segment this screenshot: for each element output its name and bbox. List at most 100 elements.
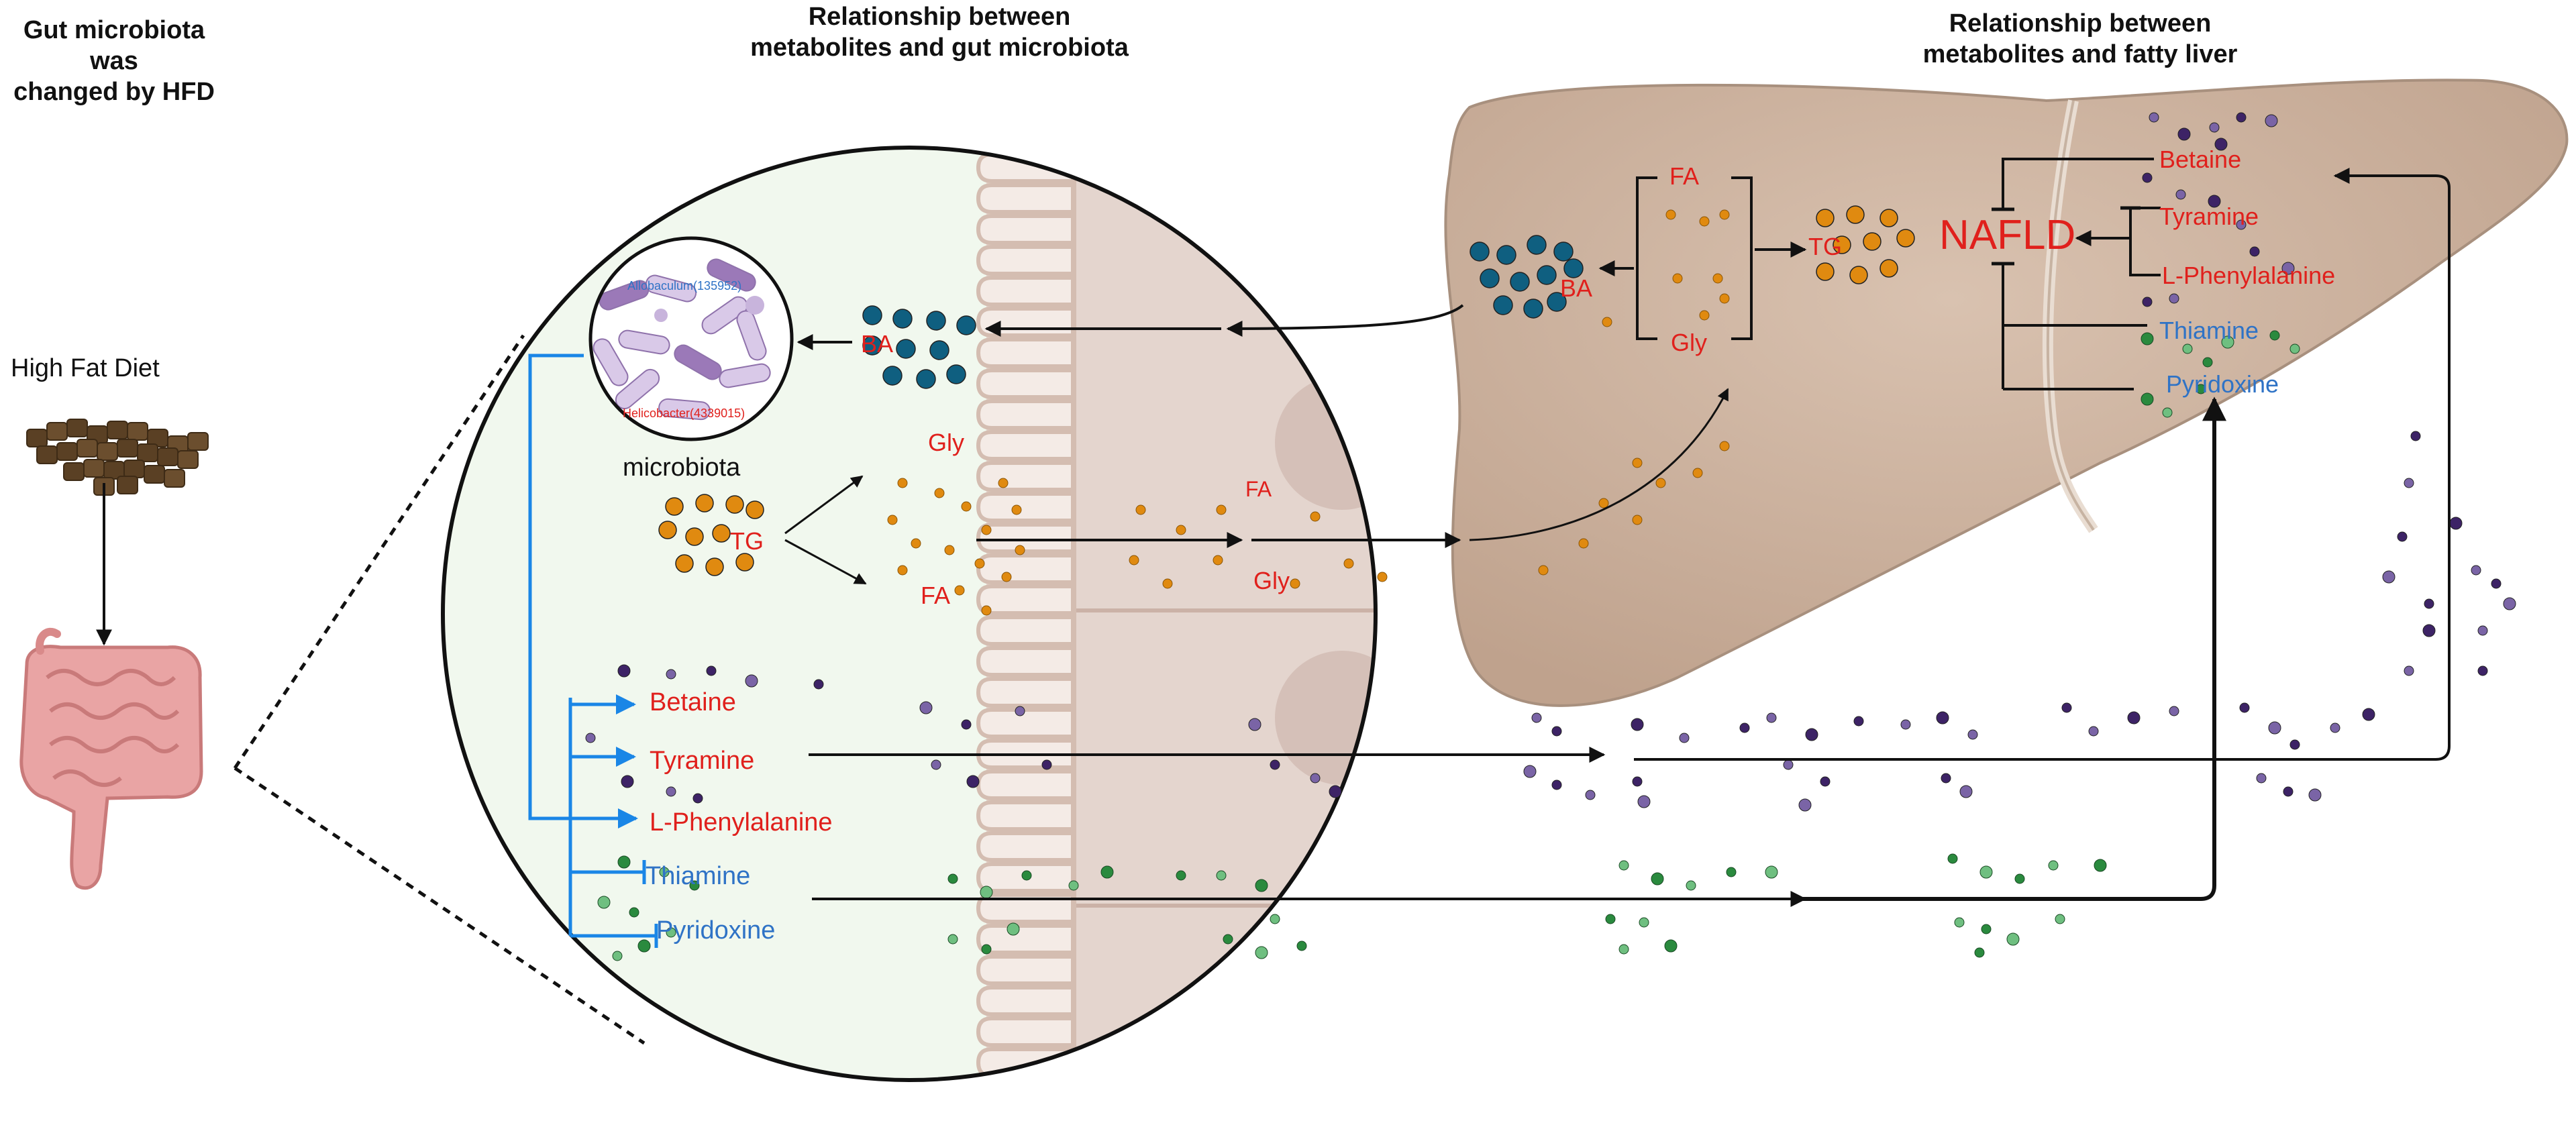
triglyceride-particle xyxy=(1879,259,1898,278)
bile-acid-particle xyxy=(892,309,913,329)
bacteria-group xyxy=(593,258,771,421)
green-metabolite xyxy=(2055,914,2065,924)
villus xyxy=(976,831,1074,862)
green-metabolite xyxy=(1765,865,1778,879)
bile-acid-particle xyxy=(929,340,949,360)
purple-metabolite xyxy=(1329,785,1342,798)
lipid-droplet xyxy=(954,585,965,596)
lipid-droplet xyxy=(1578,538,1589,549)
flow-arrows xyxy=(784,158,2451,907)
lipid-droplet xyxy=(1011,504,1022,515)
triglyceride-particle xyxy=(705,557,724,576)
purple-metabolite xyxy=(1967,729,1978,740)
purple-metabolite xyxy=(1853,716,1864,727)
purple-metabolite xyxy=(2268,721,2281,735)
purple-metabolite xyxy=(2422,624,2436,637)
food-pellet xyxy=(83,459,105,478)
villus xyxy=(976,800,1074,831)
lipid-droplet xyxy=(981,525,992,535)
ligament-edge xyxy=(2046,100,2095,531)
purple-metabolite xyxy=(1637,795,1651,808)
food-pellet xyxy=(56,442,78,461)
heading-metabolites-microbiota: Relationship between metabolites and gut… xyxy=(750,3,1129,62)
lipid-droplet xyxy=(1162,578,1173,589)
purple-metabolite xyxy=(2477,665,2488,676)
green-metabolite xyxy=(2014,873,2025,884)
lipid-droplet xyxy=(1135,504,1146,515)
lipid-droplet xyxy=(1216,504,1227,515)
green-metabolite xyxy=(2289,343,2300,354)
purple-metabolite xyxy=(1015,706,1025,716)
purple-metabolite xyxy=(2477,625,2488,636)
villus xyxy=(976,492,1074,523)
purple-metabolite xyxy=(666,786,676,797)
liver-gly-label: Gly xyxy=(1671,329,1707,356)
bile-acid-particle xyxy=(862,305,882,325)
bacterium-rod xyxy=(701,296,748,335)
bacterium-rod xyxy=(618,329,670,355)
bile-acid-particle xyxy=(1537,265,1557,285)
lipid-droplet xyxy=(998,478,1009,488)
triglyceride-particle xyxy=(745,500,764,519)
lipid-droplet xyxy=(1598,498,1609,508)
purple-metabolite xyxy=(2410,431,2421,441)
bacterium-rod xyxy=(645,274,697,303)
food-pellet xyxy=(187,432,209,451)
bacterium-rod xyxy=(658,398,711,421)
green-metabolite xyxy=(2182,343,2193,354)
liver-pyridoxine-label: Pyridoxine xyxy=(2166,370,2279,398)
purple-metabolite xyxy=(931,759,941,770)
purple-metabolite xyxy=(2236,219,2247,230)
bile-acid-particle xyxy=(1510,272,1530,292)
microbiota-label: microbiota xyxy=(623,453,741,482)
bacterium-body xyxy=(593,338,629,386)
green-metabolite xyxy=(2202,357,2213,368)
microbiota-bubble xyxy=(588,236,794,441)
lipid-droplet xyxy=(934,488,945,498)
purple-metabolite xyxy=(2503,597,2516,610)
purple-metabolite xyxy=(1523,765,1537,778)
heading-metabolites-liver: Relationship between metabolites and fat… xyxy=(1922,9,2238,68)
triglyceride-particle xyxy=(675,554,694,573)
green-metabolite xyxy=(1947,853,1958,864)
villus xyxy=(976,337,1074,368)
purple-metabolite xyxy=(966,775,980,788)
purple-metabolite xyxy=(1766,712,1777,723)
lipid-droplet xyxy=(1310,511,1321,522)
food-pellets-icon xyxy=(26,419,209,496)
green-metabolite xyxy=(2196,384,2206,394)
gut-gly-label: Gly xyxy=(928,429,964,456)
purple-metabolite xyxy=(621,775,634,788)
purple-metabolite xyxy=(2308,788,2322,802)
purple-metabolite xyxy=(2175,189,2186,200)
bacterium-rod xyxy=(719,363,771,388)
liver-thiamine-label: Thiamine xyxy=(2159,317,2259,344)
lipid-droplet xyxy=(1290,578,1300,589)
purple-metabolite xyxy=(617,664,631,678)
lipid-droplet xyxy=(1672,273,1683,284)
villus xyxy=(976,553,1074,584)
bacterium-body xyxy=(736,310,767,361)
bacterium-body xyxy=(719,363,771,388)
purple-metabolite xyxy=(2491,578,2502,589)
purple-metabolite xyxy=(2249,246,2260,257)
green-metabolite xyxy=(1639,917,1649,928)
bile-acid-particle xyxy=(1553,242,1574,262)
villus xyxy=(976,245,1074,276)
purple-metabolite xyxy=(2208,195,2221,208)
green-metabolite xyxy=(981,944,992,955)
liver xyxy=(1444,78,2569,707)
purple-metabolite xyxy=(2142,297,2153,307)
high-fat-diet-label: High Fat Diet xyxy=(11,354,160,382)
food-pellet xyxy=(127,422,148,441)
triglyceride-particle xyxy=(685,527,704,546)
green-metabolite xyxy=(629,907,639,918)
lipid-droplet xyxy=(944,545,955,555)
purple-metabolite xyxy=(2169,706,2179,716)
purple-metabolite xyxy=(2256,773,2267,784)
lipid-droplet xyxy=(1129,555,1139,566)
purple-metabolite xyxy=(1798,798,1812,812)
gut-l-phenylalanine-label: L-Phenylalanine xyxy=(650,808,833,837)
villus xyxy=(976,677,1074,708)
bacterium-body xyxy=(707,258,756,292)
